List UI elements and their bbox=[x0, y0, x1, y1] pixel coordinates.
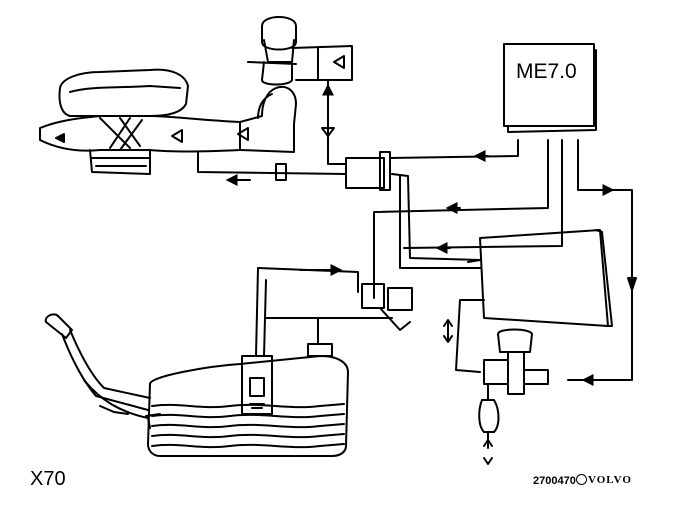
tank-vent-valve bbox=[255, 264, 413, 357]
ecu-wiring bbox=[373, 139, 637, 386]
purge-valve bbox=[197, 79, 519, 191]
rollover-valve bbox=[241, 343, 333, 415]
evap-canister bbox=[391, 173, 613, 373]
brand-logo-icon bbox=[576, 474, 587, 485]
ecu-box bbox=[503, 43, 597, 133]
figure-code: X70 bbox=[30, 468, 66, 490]
reference-number: 2700470 bbox=[533, 475, 576, 487]
brand-name: VOLVO bbox=[588, 474, 632, 486]
ecu-label: ME7.0 bbox=[516, 60, 577, 83]
leak-diagnostic-pump bbox=[478, 328, 549, 465]
fuel-tank bbox=[147, 355, 349, 457]
filler-neck bbox=[44, 313, 161, 429]
engine-intake-manifold bbox=[39, 68, 249, 175]
intake-pipe bbox=[239, 16, 353, 153]
